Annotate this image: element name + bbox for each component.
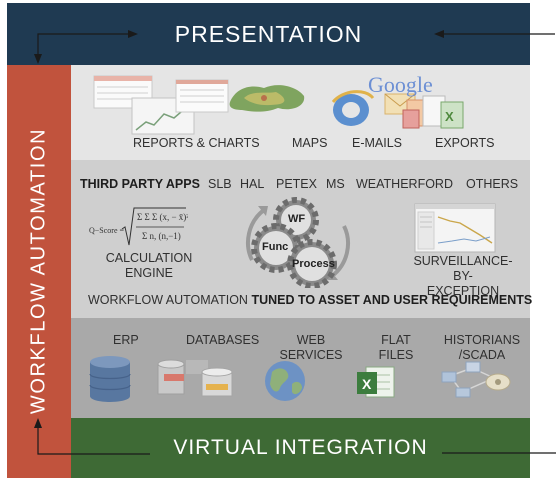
maps-icon [229,85,305,112]
excel-icon: X [357,366,395,398]
scada-network-icon [441,361,511,398]
web-services-line2: SERVICES [279,348,343,362]
exports-label: EXPORTS [435,136,495,150]
calculation-engine-line1: CALCULATION [105,251,193,265]
maps-label: MAPS [292,136,328,150]
databases-icon [157,359,233,397]
web-services-label: WEB SERVICES [276,333,346,363]
workflow-automation-layer: WORKFLOW AUTOMATION [7,65,71,478]
workflow-caption-prefix: WORKFLOW AUTOMATION [88,293,248,307]
globe-icon [265,361,305,401]
vendor-hal: HAL [240,177,265,191]
reports-charts-icon [93,75,229,135]
calculation-engine-line2: ENGINE [125,266,173,280]
svg-text:X: X [445,109,454,124]
vendor-weatherford: WEATHERFORD [356,177,453,191]
gear-process-label: Process [292,258,335,270]
flat-files-line1: FLAT [381,333,411,347]
flat-files-label: FLAT FILES [366,333,426,363]
emails-label: E-MAILS [352,136,403,150]
gear-func-label: Func [262,241,289,253]
gears-icon [246,197,350,288]
erp-label: ERP [113,333,139,347]
surveillance-line1: SURVEILLANCE-BY- [413,254,513,283]
svg-text:Σ Σ Σ (x, − x̄)²: Σ Σ Σ (x, − x̄)² [137,212,188,222]
historians-line1: HISTORIANS [443,333,521,347]
exports-icon: X [402,95,464,129]
surveillance-chart-icon [414,203,496,253]
presentation-title: PRESENTATION [174,20,363,47]
web-services-line1: WEB [296,333,326,347]
svg-text:X: X [362,376,372,392]
google-logo-text: Google [368,72,433,97]
virtual-integration-layer: VIRTUAL INTEGRATION [71,418,530,478]
vendor-ms: MS [326,177,345,191]
third-party-apps-label: THIRD PARTY APPS [80,177,200,191]
vendor-others: OTHERS [466,177,519,191]
formula-prefix: Q−Score = [89,226,125,235]
calculation-engine-label: CALCULATION ENGINE [104,251,194,281]
surveillance-line2: EXCEPTION [426,284,500,298]
flat-files-line2: FILES [378,348,414,362]
vendor-petex: PETEX [276,177,317,191]
database-cylinder-icon [89,356,131,402]
gear-wf-label: WF [288,213,306,225]
databases-label: DATABASES [186,333,260,347]
data-sources-band [71,318,530,418]
calculation-formula-graphic: Σ Σ Σ (x, − x̄)² Σ n, (n,−1) [121,207,188,246]
virtual-integration-title: VIRTUAL INTEGRATION [173,436,428,459]
reports-charts-label: REPORTS & CHARTS [133,136,260,150]
workflow-caption-suffix: TUNED TO ASSET AND USER REQUIREMENTS [251,293,533,307]
workflow-automation-caption: WORKFLOW AUTOMATION TUNED TO ASSET AND U… [88,293,532,307]
vendor-slb: SLB [208,177,232,191]
surveillance-label: SURVEILLANCE-BY- EXCEPTION [404,254,522,299]
svg-text:Σ n, (n,−1): Σ n, (n,−1) [142,231,181,241]
historians-label: HISTORIANS /SCADA [440,333,524,363]
historians-line2: /SCADA [458,348,506,362]
